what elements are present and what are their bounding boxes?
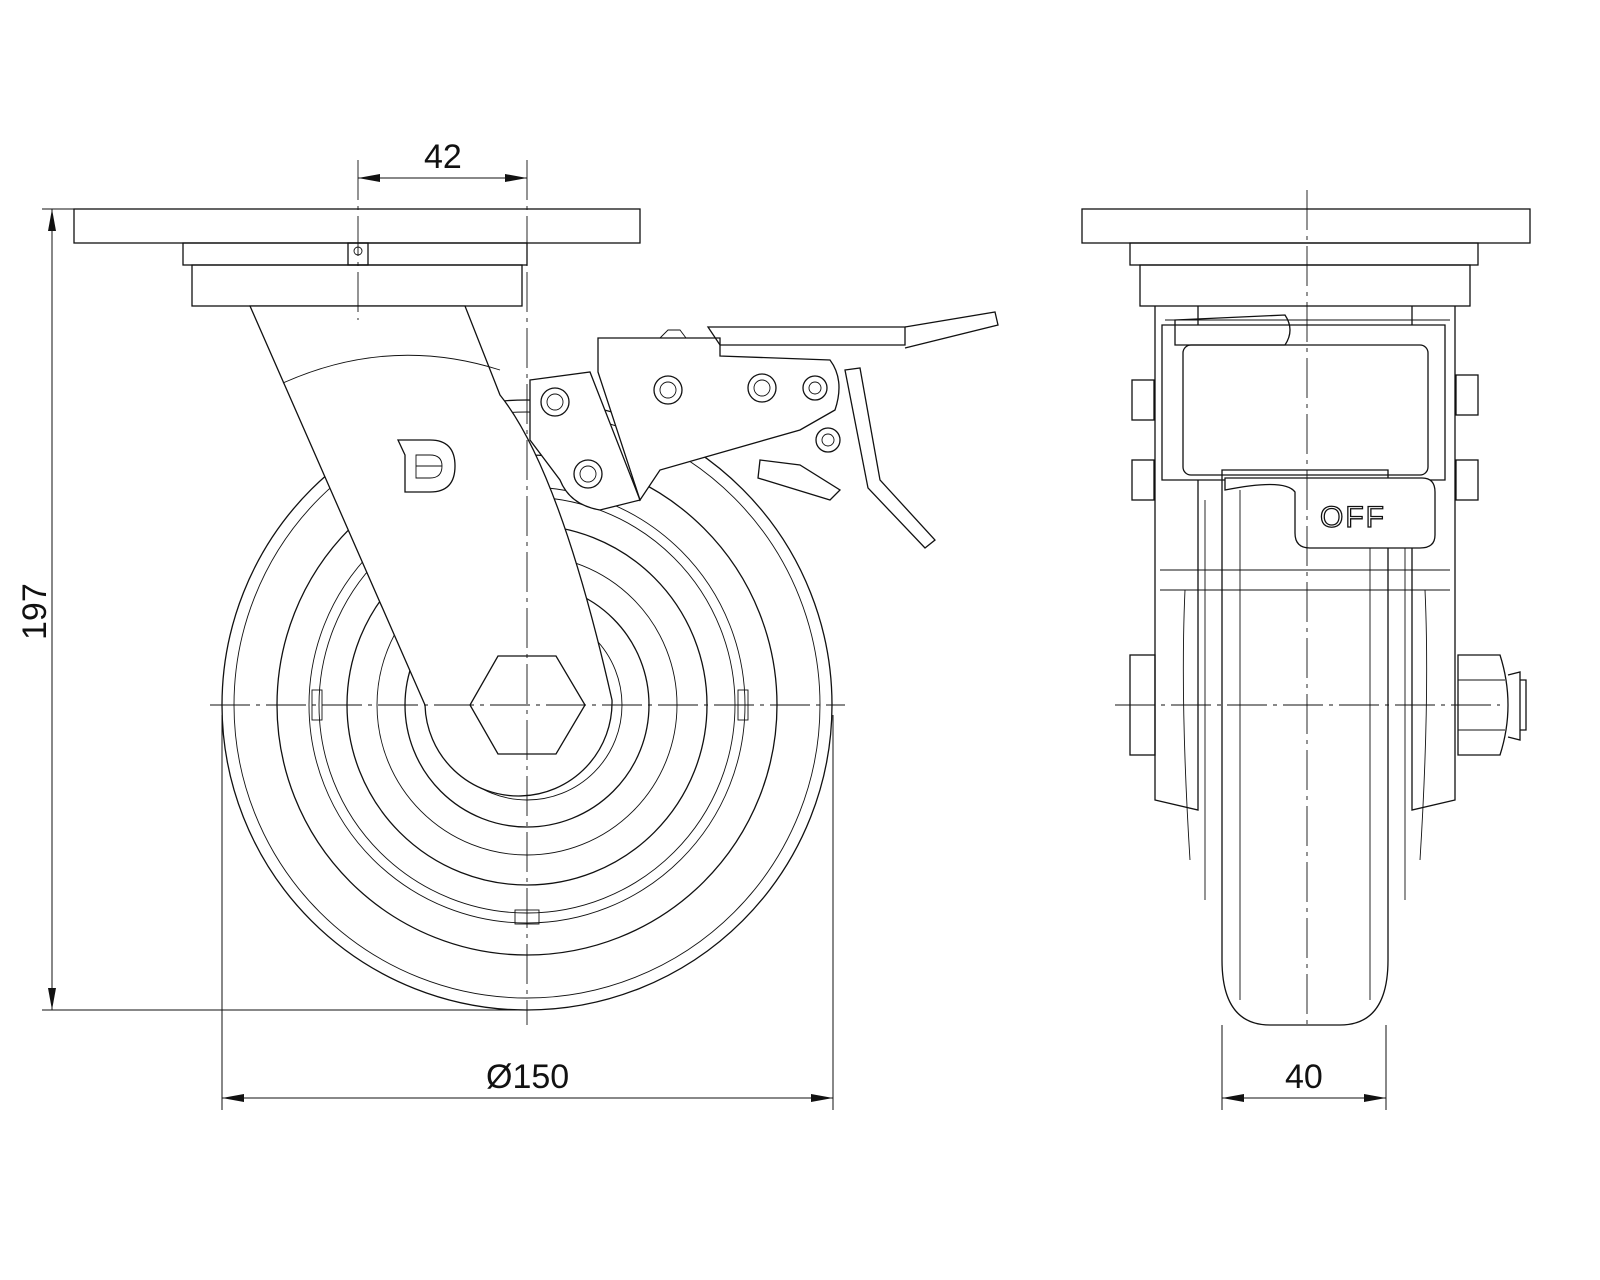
brand-logo [396,439,456,493]
front-view: OFF [1081,190,1531,1030]
dimension-offset: 42 [358,138,527,182]
side-view [73,160,999,1025]
dimension-width: 40 [1221,1025,1387,1110]
dimension-diameter: Ø150 [221,715,834,1110]
wheel-front [1221,469,1389,1026]
diameter-value: Ø150 [486,1058,569,1096]
brake-state-label: OFF [1320,501,1386,534]
top-plate [73,208,641,244]
brake-pedal [1224,477,1436,549]
brake-mechanism [529,311,999,549]
width-value: 40 [1285,1058,1323,1096]
top-plate-front [1081,208,1531,244]
height-value: 197 [16,583,54,640]
dimension-height: 197 [16,208,527,1011]
offset-value: 42 [424,138,462,176]
swivel-housing [191,264,523,307]
